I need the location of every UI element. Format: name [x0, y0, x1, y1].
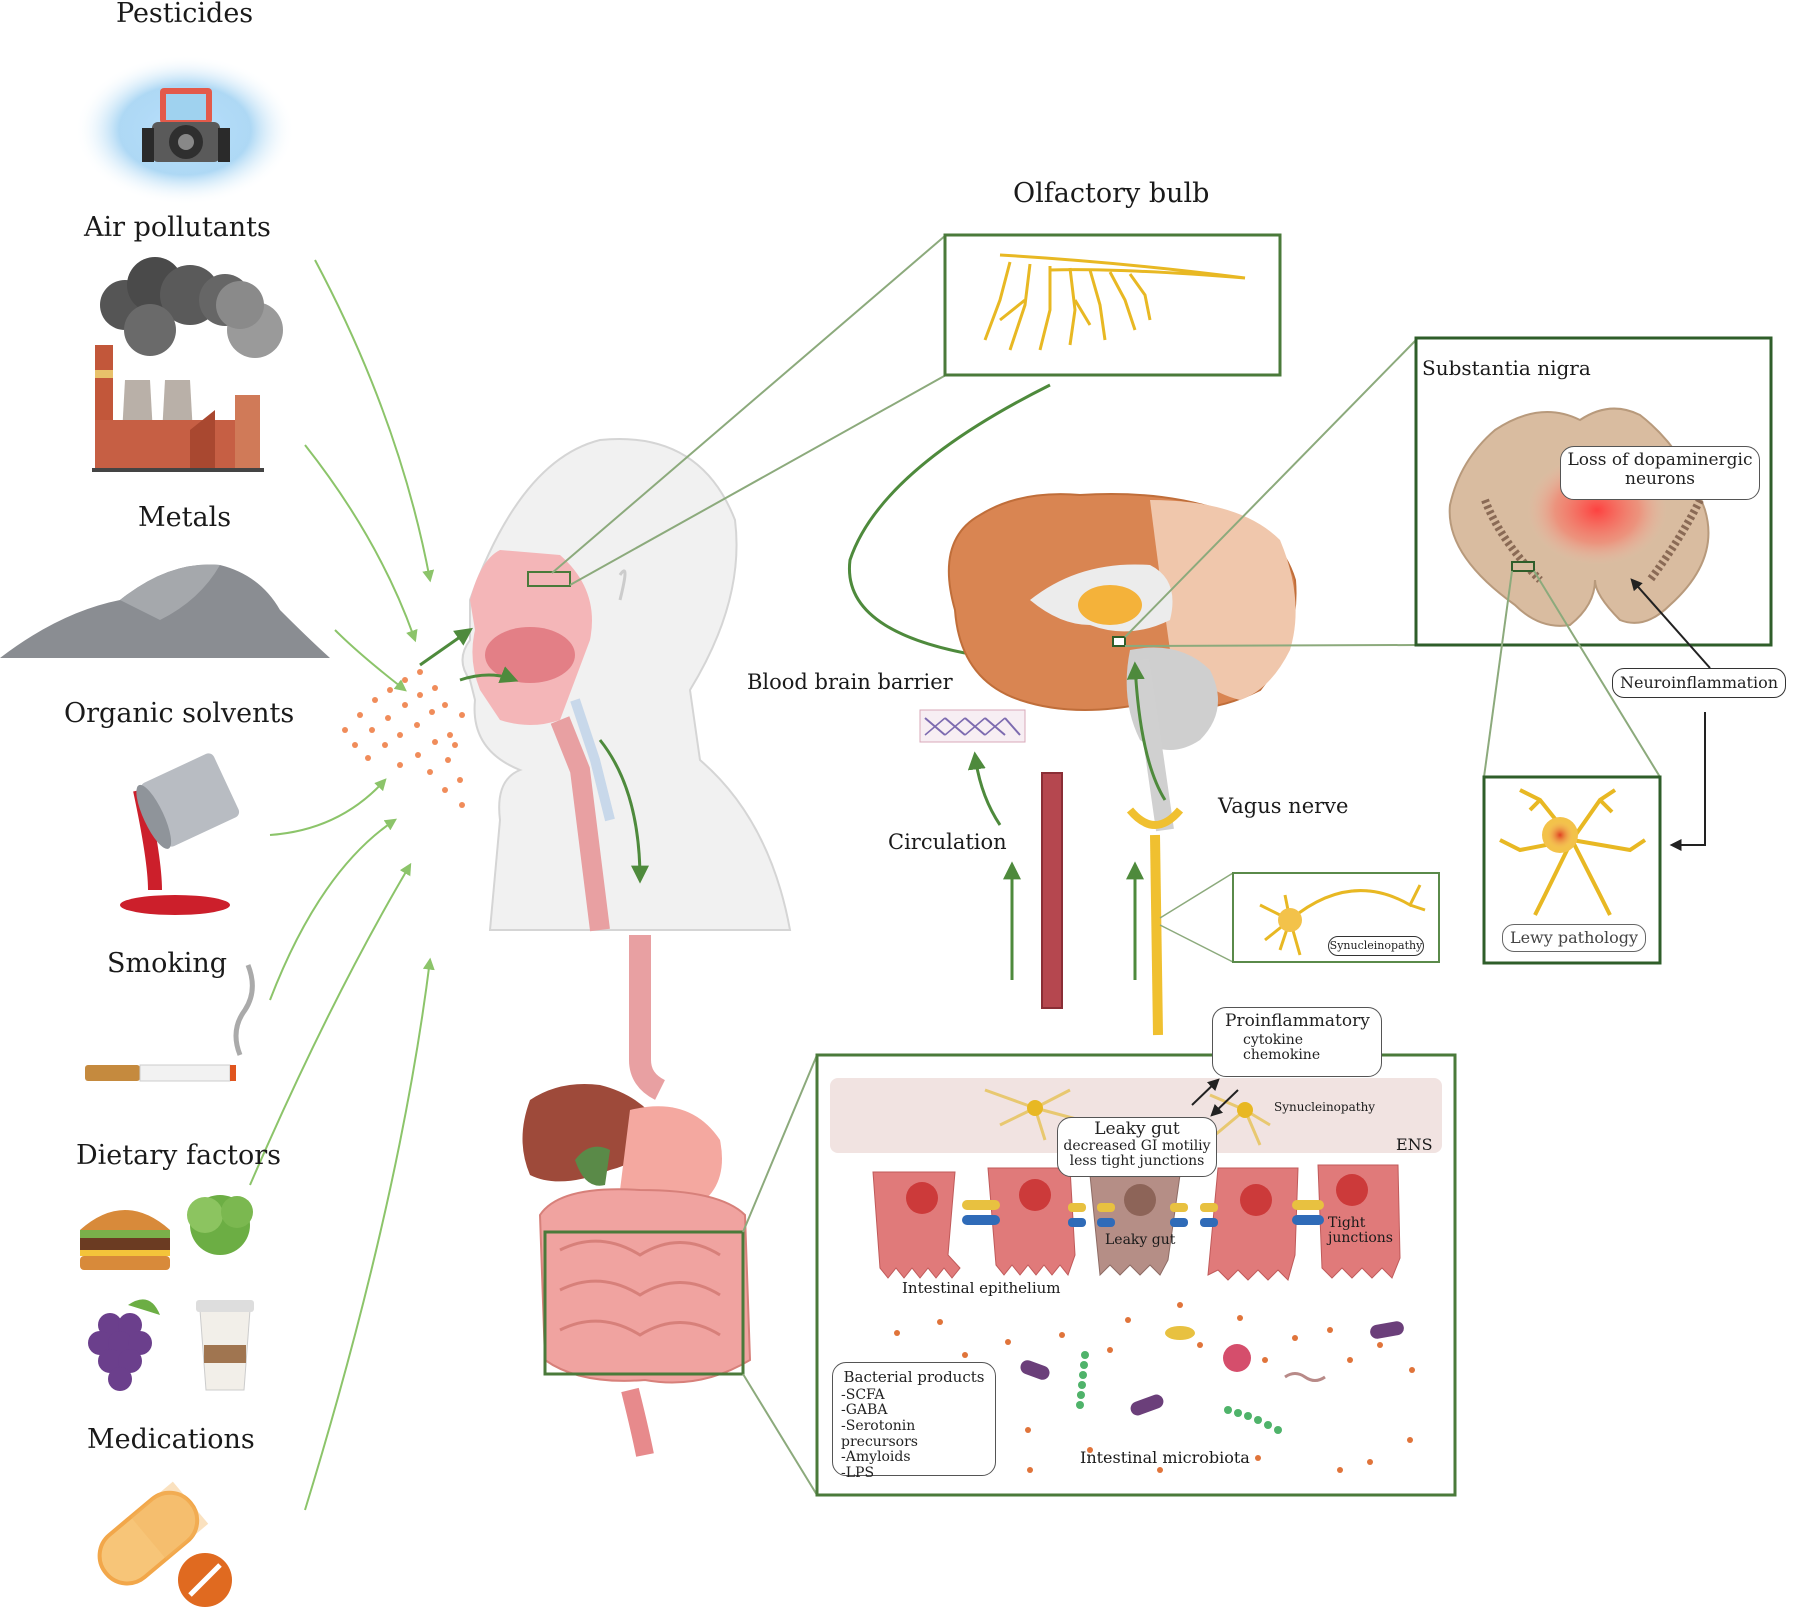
ens-neuron-soma: [1237, 1102, 1253, 1118]
label-substantia-nigra: Substantia nigra: [1422, 356, 1591, 380]
pill-icon: [97, 1481, 232, 1607]
substantia-nigra-highlight: [1112, 636, 1126, 647]
particle-cloud: [342, 669, 465, 808]
nose-arrows: [419, 627, 649, 884]
label-intestinal-microbiota: Intestinal microbiota: [1080, 1448, 1250, 1467]
leaky-gut-bubble: Leaky gut decreased GI motiliy less tigh…: [1057, 1117, 1217, 1177]
bacterial-product-item: -Amyloids: [841, 1449, 911, 1466]
tight-junctions: [962, 1200, 1324, 1227]
epithelial-cells: [872, 1164, 1401, 1281]
cytokine-label: cytokine: [1243, 1031, 1304, 1048]
loss-of-dopaminergic-neurons-bubble: Loss of dopaminergic neurons: [1560, 446, 1760, 500]
leaky-gut-line1: decreased GI motiliy: [1063, 1137, 1211, 1154]
digestive-tract: [522, 1084, 752, 1457]
metal-rock-icon: [0, 564, 330, 658]
exposure-arrow: [304, 444, 418, 643]
lewy-region-highlight: [1511, 561, 1535, 572]
label-olfactory-bulb: Olfactory bulb: [1013, 178, 1210, 209]
label-synucleinopathy-ens: Synucleinopathy: [1274, 1100, 1376, 1114]
ens-neuron-soma: [1027, 1100, 1043, 1116]
synuclein-neuron-soma: [1278, 908, 1302, 932]
exposure-arrow: [269, 818, 397, 1001]
cigarette-icon: [85, 964, 255, 1082]
loss-neurons-line2: neurons: [1625, 468, 1695, 489]
bacterial-product-item: -Serotonin precursors: [841, 1418, 918, 1450]
label-leaky-gut-cell: Leaky gut: [1105, 1232, 1176, 1248]
leaky-gut-line2: less tight junctions: [1069, 1153, 1205, 1170]
vagus-zoom-lines: [1159, 872, 1234, 963]
exposure-arrow: [334, 629, 407, 692]
ens-layer: [830, 1078, 1442, 1153]
bacterial-products-list: -SCFA -GABA -Serotonin precursors -Amylo…: [841, 1386, 995, 1482]
label-air-pollutants: Air pollutants: [84, 212, 271, 243]
vagus-to-brain-arrow: [1126, 661, 1167, 801]
lewy-zoom-lines: [1483, 570, 1661, 778]
exposure-arrow: [314, 259, 435, 583]
tight-junctions-line1: Tight: [1328, 1215, 1366, 1231]
lewy-body: [1546, 821, 1574, 849]
nigra-zoom-lines: [1124, 339, 1417, 647]
bacterial-products-title: Bacterial products: [843, 1368, 985, 1386]
label-medications: Medications: [87, 1424, 255, 1455]
olfactory-bulb-box: [943, 233, 1282, 377]
factory-icon: [92, 257, 283, 472]
esophagus: [629, 935, 666, 1100]
gut-zoom-lines: [742, 1054, 818, 1496]
olfactory-to-brain-arrow: [847, 383, 1051, 668]
loss-neurons-line1: Loss of dopaminergic: [1567, 450, 1753, 470]
bacterial-product-item: -SCFA: [841, 1386, 885, 1403]
label-pesticides: Pesticides: [116, 0, 254, 29]
bacterial-product-item: -LPS: [841, 1465, 875, 1482]
proinflammatory-bubble: Proinflammatory cytokine chemokine: [1212, 1007, 1382, 1077]
paint-can-icon: [120, 753, 240, 915]
lewy-pathology-badge: Lewy pathology: [1502, 924, 1646, 952]
exposure-arrow: [304, 957, 435, 1511]
food-icon: [80, 1195, 254, 1391]
proinflammatory-title: Proinflammatory: [1225, 1011, 1370, 1031]
bacterial-products-box: Bacterial products -SCFA -GABA -Serotoni…: [832, 1362, 996, 1481]
label-circulation: Circulation: [888, 830, 1007, 854]
bacterial-product-item: -GABA: [841, 1402, 888, 1419]
tight-junctions-line2: junctions: [1328, 1229, 1393, 1246]
nasal-region-highlight: [527, 571, 571, 587]
circulation-to-bbb-arrow: [967, 751, 1002, 826]
label-tight-junctions: Tight junctions: [1328, 1216, 1393, 1245]
head-illustration: [461, 438, 792, 932]
leaky-gut-title: Leaky gut: [1094, 1119, 1180, 1139]
exposure-arrow: [269, 778, 387, 836]
label-organic-solvents: Organic solvents: [64, 698, 295, 729]
label-dietary-factors: Dietary factors: [76, 1140, 282, 1171]
ens-neurons: [984, 1088, 1271, 1146]
neuroinflammation-badge: Neuroinflammation: [1612, 668, 1786, 698]
label-blood-brain-barrier: Blood brain barrier: [747, 670, 953, 694]
exposure-arrows: [249, 259, 435, 1511]
blood-vessel: [1041, 772, 1063, 1009]
label-ens: ENS: [1396, 1135, 1433, 1154]
brain-illustration: [947, 493, 1297, 832]
neuroinflammation-to-lewy-arrow: [1669, 712, 1706, 851]
olfactory-zoom-lines: [551, 234, 947, 586]
blood-brain-barrier-icon: [919, 709, 1026, 743]
synucleinopathy-badge-vagus: Synucleinopathy: [1328, 936, 1424, 956]
label-smoking: Smoking: [107, 948, 228, 979]
gut-highlight: [543, 1230, 745, 1376]
synuclein-neuron: [1259, 884, 1426, 956]
vagus-nerve: [1126, 807, 1184, 1036]
label-metals: Metals: [138, 502, 232, 533]
neuroinflammation-arrow: [1630, 578, 1711, 669]
olfactory-neuron: [983, 253, 1246, 351]
tractor-icon: [75, 55, 295, 205]
label-intestinal-epithelium: Intestinal epithelium: [902, 1279, 1061, 1297]
proinflammatory-arrows: [1191, 1078, 1239, 1117]
exposure-arrow: [249, 862, 412, 1186]
label-vagus-nerve: Vagus nerve: [1218, 794, 1349, 818]
microbiota: [894, 1302, 1415, 1473]
chemokine-label: chemokine: [1243, 1047, 1321, 1064]
